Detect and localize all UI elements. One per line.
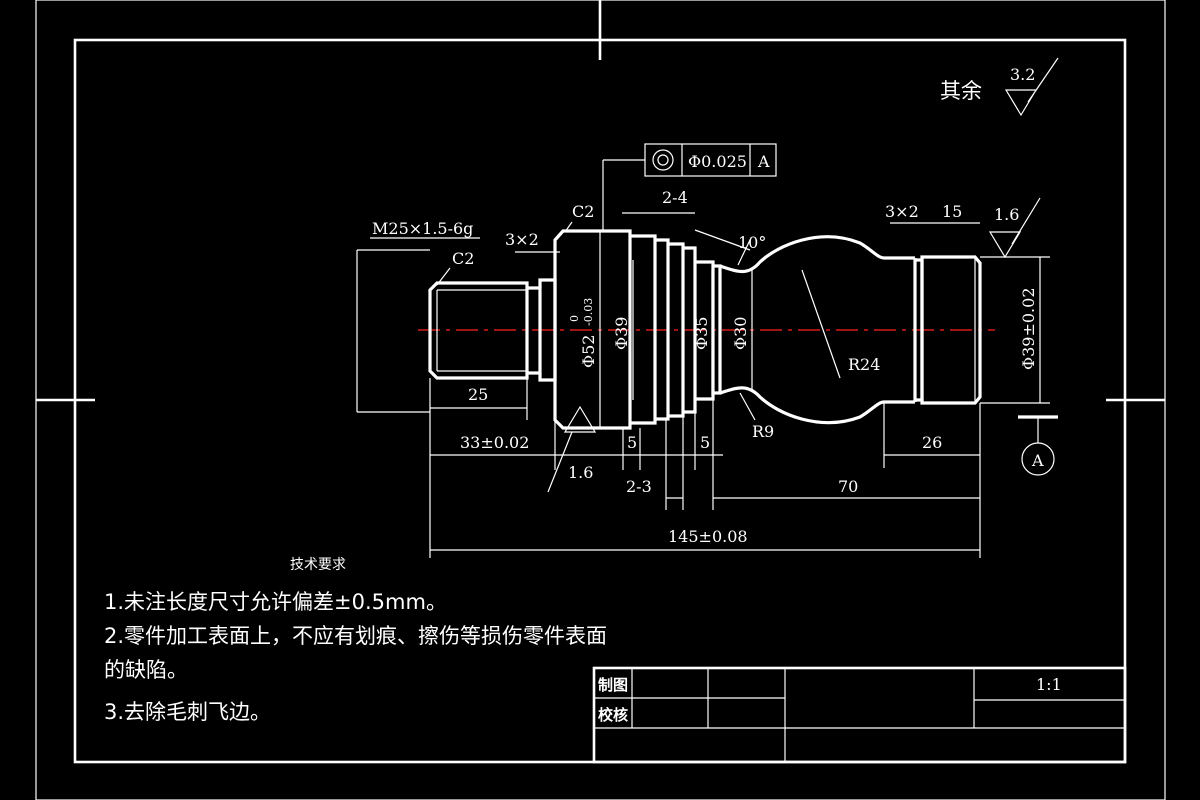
dim-radius-9: R9 [752, 422, 774, 441]
tech-requirement-1: 1.未注长度尺寸允许偏差±0.5mm。 [104, 590, 447, 614]
surface-note-label: 其余 [940, 79, 982, 103]
dim-radius-24: R24 [848, 355, 880, 374]
tech-requirement-2b: 的缺陷。 [104, 658, 188, 682]
dim-len-26: 26 [922, 433, 942, 452]
dim-roughness-right: 1.6 [994, 205, 1019, 224]
tech-requirement-3: 3.去除毛刺飞边。 [104, 700, 271, 724]
dim-groove-right: 3×2 [885, 202, 919, 221]
title-block [592, 666, 1127, 764]
dim-dia-39-tol: Φ39±0.02 [1019, 287, 1038, 370]
shaft-outline [428, 229, 982, 430]
dim-chamfer-left: C2 [452, 249, 474, 268]
tech-requirement-2: 2.零件加工表面上，不应有划痕、擦伤等损伤零件表面 [104, 624, 607, 648]
dim-len-25: 25 [468, 385, 488, 404]
dim-dia-52-upper: 0 [568, 315, 581, 322]
dim-len-5a: 5 [627, 433, 637, 452]
tolerance-datum: A [757, 152, 770, 171]
datum-label: A [1031, 451, 1044, 470]
datum-symbol [1018, 415, 1058, 476]
title-block-drawn: 制图 [598, 676, 628, 694]
dim-total: 145±0.08 [668, 527, 748, 546]
title-block-scale: 1:1 [1036, 675, 1062, 694]
tolerance-frame[interactable] [644, 143, 777, 177]
dimension-lines [370, 212, 980, 551]
dim-roughness-bottom: 1.6 [568, 463, 593, 482]
dim-range-bottom: 2-3 [626, 477, 652, 496]
roughness-symbols [547, 57, 1059, 493]
dim-dia-52-lower: -0.03 [582, 298, 595, 326]
tolerance-symbol: ◎ [655, 165, 656, 167]
dim-len-33: 33±0.02 [460, 433, 529, 452]
tech-requirements-title: 技术要求 [290, 557, 346, 573]
dim-dia-30: Φ30 [731, 317, 750, 350]
surface-note-roughness: 3.2 [1010, 65, 1035, 84]
dim-thread: M25×1.5-6g [372, 219, 473, 238]
dim-dia-35: Φ35 [692, 317, 711, 350]
tolerance-value: Φ0.025 [688, 152, 747, 171]
dim-len-70: 70 [838, 477, 858, 496]
dim-groove-left: 3×2 [505, 230, 539, 249]
dim-dia-52: Φ52 [579, 335, 598, 368]
dim-width-15: 15 [942, 202, 962, 221]
dim-range-top: 2-4 [662, 188, 688, 207]
dim-chamfer-right: C2 [572, 202, 594, 221]
dim-angle: 10° [738, 233, 766, 252]
dim-len-5b: 5 [700, 433, 710, 452]
dim-dia-39: Φ39 [612, 317, 631, 350]
title-block-checked: 校核 [598, 706, 628, 724]
